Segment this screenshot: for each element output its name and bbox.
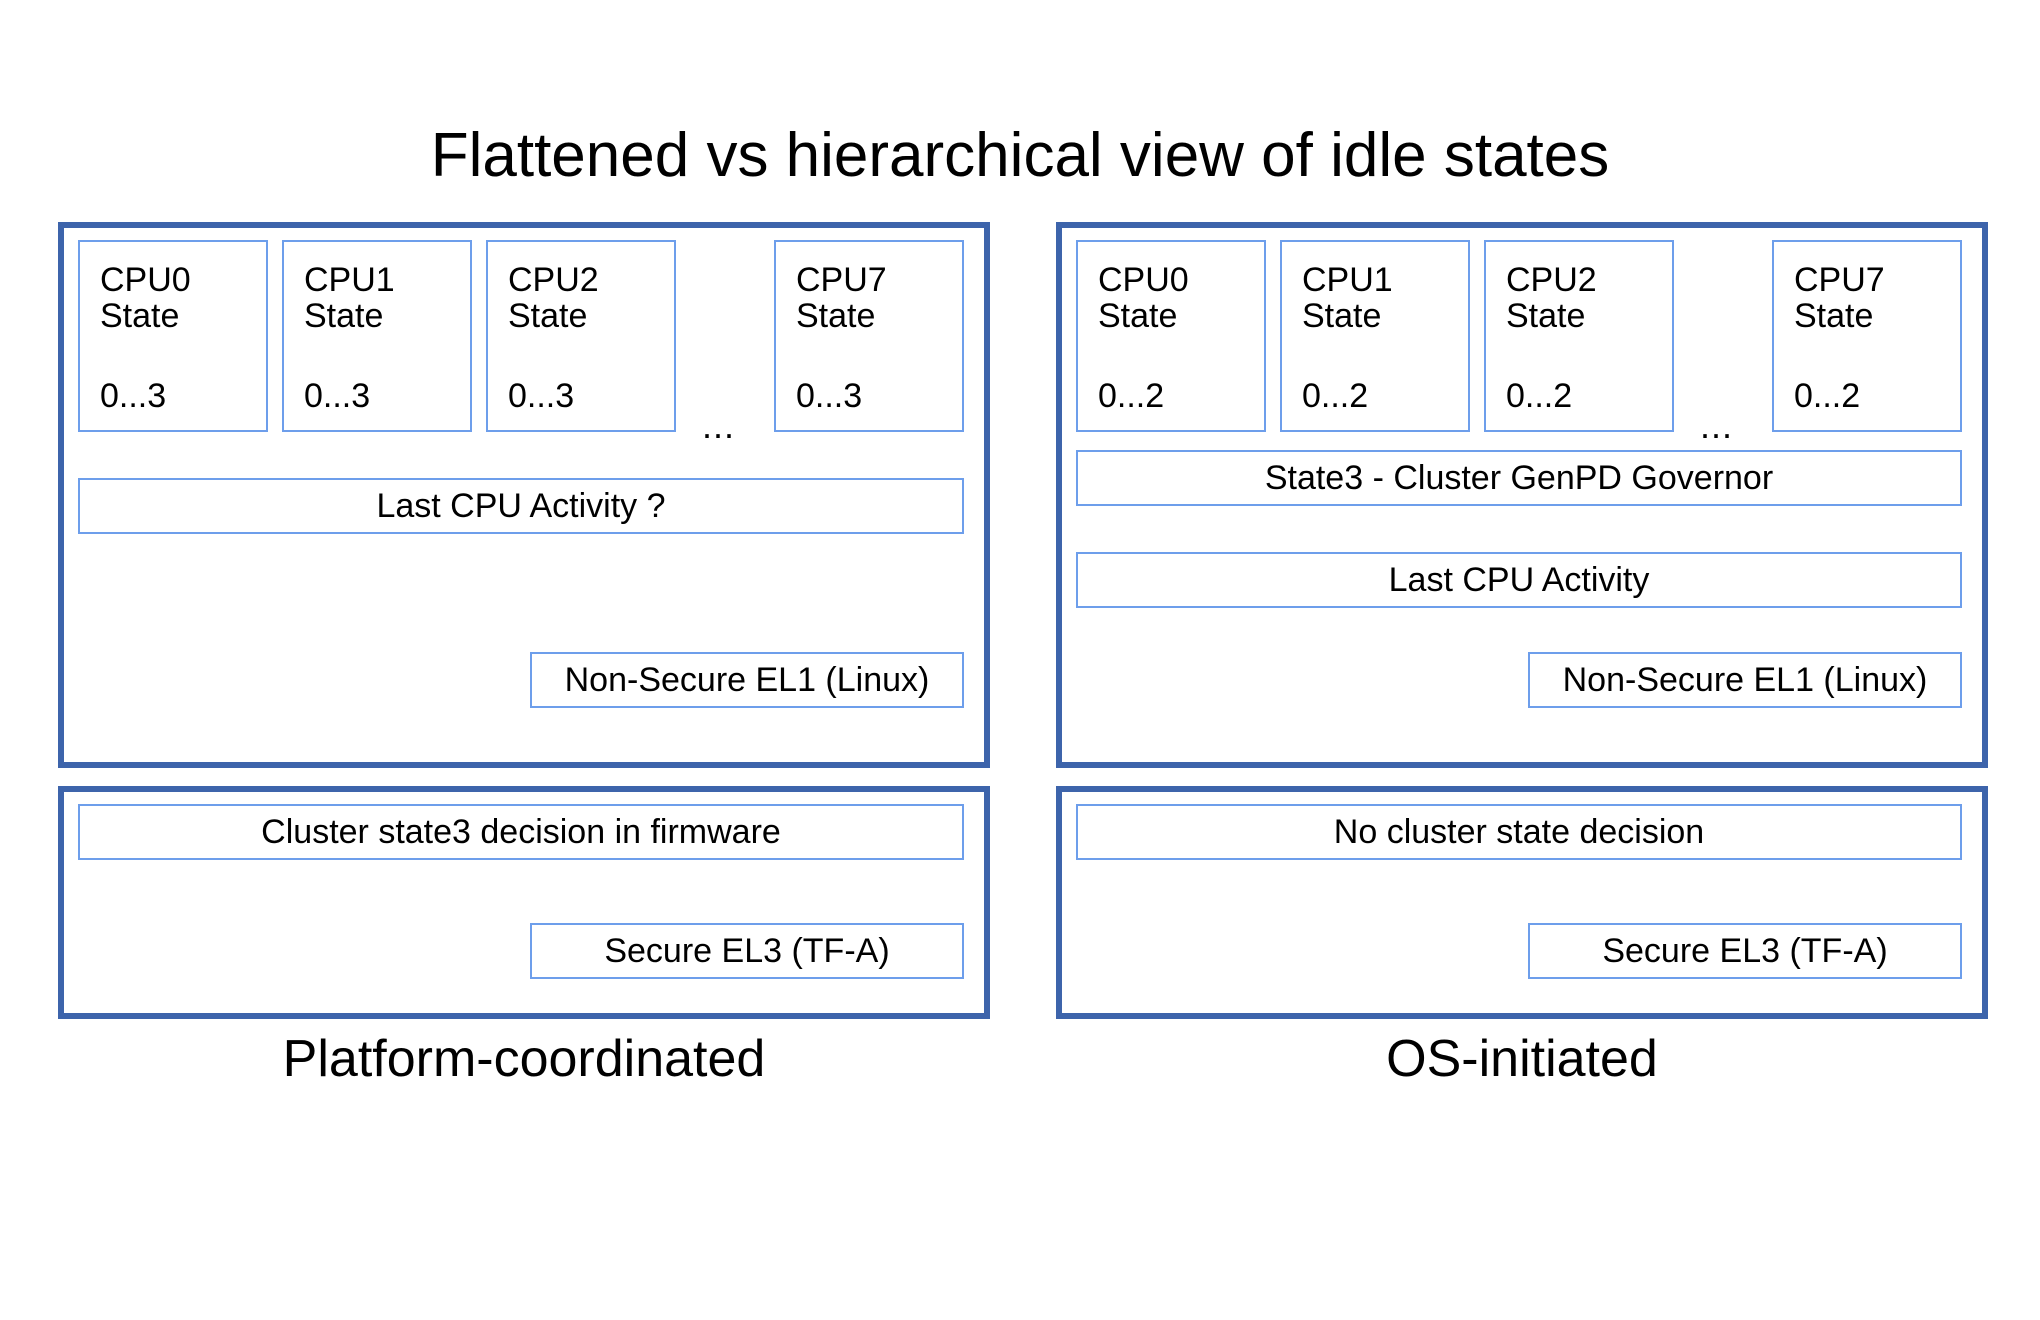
cpu-state: State 0...2: [1098, 256, 1177, 416]
cpu-state-range: 0...2: [1098, 377, 1165, 415]
cpu-state-range: 0...3: [796, 377, 863, 415]
cpu-label: CPU1: [304, 261, 395, 299]
left-secure-el3-badge: Secure EL3 (TF-A): [530, 923, 964, 979]
cpu-label: CPU7: [1794, 261, 1885, 299]
right-last-cpu-activity-bar[interactable]: Last CPU Activity: [1076, 552, 1962, 608]
cpu-label: CPU2: [1506, 261, 1597, 299]
right-secure-panel: No cluster state decision Secure EL3 (TF…: [1056, 786, 1988, 1019]
cpu-state: State 0...2: [1794, 256, 1873, 416]
right-exception-level-badge: Non-Secure EL1 (Linux): [1528, 652, 1962, 708]
cpu-label: CPU0: [100, 261, 191, 299]
cpu-label: CPU7: [796, 261, 887, 299]
left-exception-level-badge: Non-Secure EL1 (Linux): [530, 652, 964, 708]
cpu-state-label: State: [100, 297, 180, 335]
cpu-state-range: 0...2: [1506, 377, 1573, 415]
cpu-state: State 0...2: [1506, 256, 1585, 416]
cpu-state: State 0...3: [508, 256, 587, 416]
cpu-state-label: State: [1098, 297, 1178, 335]
page-title: Flattened vs hierarchical view of idle s…: [430, 121, 1610, 190]
right-panel-caption: OS-initiated: [1386, 1030, 1658, 1088]
cpu-label: CPU2: [508, 261, 599, 299]
cpu-state-range: 0...3: [100, 377, 167, 415]
cpu-state-label: State: [1794, 297, 1874, 335]
right-cpu-ellipsis: ...: [1700, 405, 1734, 446]
cpu-state-label: State: [796, 297, 876, 335]
cpu-state-label: State: [304, 297, 384, 335]
left-secure-panel: Cluster state3 decision in firmware Secu…: [58, 786, 990, 1019]
cpu-state-label: State: [1506, 297, 1586, 335]
left-last-cpu-activity-bar[interactable]: Last CPU Activity ?: [78, 478, 964, 534]
right-cpu-box-0[interactable]: CPU0 State 0...2: [1076, 240, 1266, 432]
right-cpu-box-2[interactable]: CPU2 State 0...2: [1484, 240, 1674, 432]
cpu-label: CPU0: [1098, 261, 1189, 299]
left-cpu-ellipsis: ...: [702, 405, 736, 446]
cpu-state-range: 0...3: [508, 377, 575, 415]
left-panel-caption: Platform-coordinated: [282, 1030, 766, 1088]
right-non-secure-panel: CPU0 State 0...2 CPU1 State 0...2 CPU2 S…: [1056, 222, 1988, 768]
left-cpu-box-2[interactable]: CPU2 State 0...3: [486, 240, 676, 432]
right-cluster-genpd-governor-bar[interactable]: State3 - Cluster GenPD Governor: [1076, 450, 1962, 506]
right-secure-el3-badge: Secure EL3 (TF-A): [1528, 923, 1962, 979]
cpu-state: State 0...3: [796, 256, 875, 416]
left-cpu-box-0[interactable]: CPU0 State 0...3: [78, 240, 268, 432]
right-cluster-decision-bar[interactable]: No cluster state decision: [1076, 804, 1962, 860]
right-cpu-box-7[interactable]: CPU7 State 0...2: [1772, 240, 1962, 432]
cpu-state-range: 0...2: [1794, 377, 1861, 415]
left-cluster-decision-bar[interactable]: Cluster state3 decision in firmware: [78, 804, 964, 860]
cpu-state: State 0...2: [1302, 256, 1381, 416]
left-cpu-box-1[interactable]: CPU1 State 0...3: [282, 240, 472, 432]
cpu-state: State 0...3: [100, 256, 179, 416]
cpu-label: CPU1: [1302, 261, 1393, 299]
cpu-state-range: 0...3: [304, 377, 371, 415]
left-cpu-box-7[interactable]: CPU7 State 0...3: [774, 240, 964, 432]
cpu-state-label: State: [508, 297, 588, 335]
left-non-secure-panel: CPU0 State 0...3 CPU1 State 0...3 CPU2 S…: [58, 222, 990, 768]
cpu-state: State 0...3: [304, 256, 383, 416]
cpu-state-label: State: [1302, 297, 1382, 335]
right-cpu-box-1[interactable]: CPU1 State 0...2: [1280, 240, 1470, 432]
cpu-state-range: 0...2: [1302, 377, 1369, 415]
